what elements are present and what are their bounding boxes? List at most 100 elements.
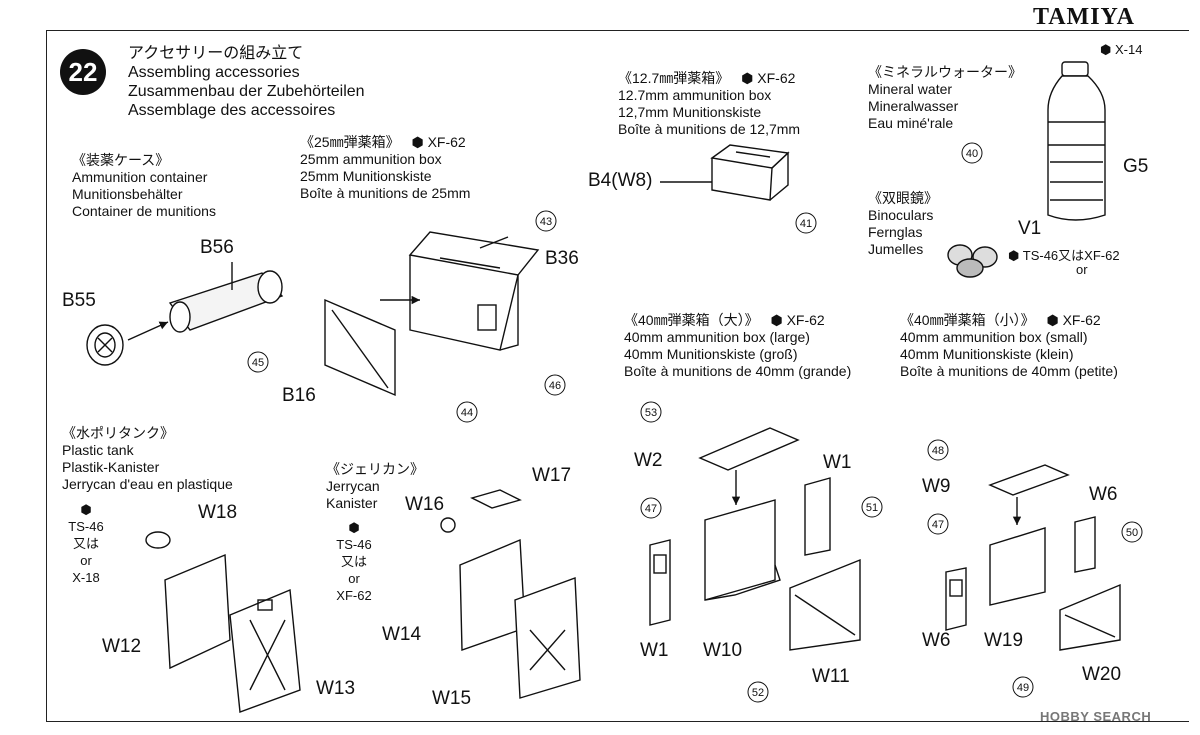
caption-de: Fernglas [868, 224, 923, 240]
binoculars-drawing [947, 244, 998, 278]
part-label-w6-right: W6 [1089, 484, 1118, 505]
part-label-w19: W19 [984, 630, 1024, 651]
part-label-w6-left: W6 [922, 630, 951, 651]
caption-de: 12,7mm Munitionskiste [618, 104, 762, 120]
ammo-container-caption: 《装薬ケース》 Ammunition container Munitionsbe… [72, 152, 216, 220]
part-label-w16: W16 [405, 494, 445, 515]
svg-text:47: 47 [645, 503, 657, 515]
caption-fr: Eau miné'rale [868, 115, 954, 131]
part-label-w20: W20 [1082, 664, 1122, 685]
caption-de: Mineralwasser [868, 98, 959, 114]
paint-icon: ⬢ [411, 134, 424, 150]
ammo-container-drawing [86, 262, 284, 366]
part-label-w12: W12 [102, 636, 142, 657]
part-label-b4: B4(W8) [588, 170, 653, 191]
svg-text:48: 48 [932, 445, 944, 457]
svg-text:43: 43 [540, 216, 552, 228]
plastic-tank-paint: ⬢ TS-46 又は or X-18 [66, 501, 106, 586]
step-title-jp: アクセサリーの組み立て [128, 45, 304, 62]
part-label-w18: W18 [198, 502, 238, 523]
part-label-w14: W14 [382, 624, 422, 645]
paint-code-2: X-18 [72, 570, 100, 585]
caption-fr: Boîte à munitions de 40mm (petite) [900, 363, 1118, 379]
hobby-search-watermark: HOBBY SEARCH [1040, 709, 1152, 724]
caption-jp: 《40㎜弾薬箱（小）》 [900, 312, 1035, 328]
paint-icon: ⬢ [1008, 248, 1020, 263]
caption-jp: 《ジェリカン》 [326, 461, 424, 477]
caption-jp: 《装薬ケース》 [72, 152, 170, 168]
caption-jp: 《12.7㎜弾薬箱》 [618, 70, 730, 86]
svg-text:52: 52 [752, 687, 764, 699]
paint-code: XF-62 [757, 70, 796, 86]
step-circles: 43 45 44 46 41 40 53 47 51 52 48 47 50 4… [247, 142, 1143, 703]
paint-or-jp: 又は [72, 536, 99, 551]
svg-text:53: 53 [645, 407, 657, 419]
paint-code-2: XF-62 [336, 588, 372, 603]
ammo-127-caption: 《12.7㎜弾薬箱》 ⬢ XF-62 12.7mm ammunition box… [618, 70, 800, 138]
paint-icon: ⬢ [770, 312, 783, 328]
caption-jp: 《双眼鏡》 [868, 190, 938, 206]
caption-de: 40mm Munitionskiste (klein) [900, 346, 1074, 362]
paint-icon: ⬢ [1100, 42, 1112, 57]
caption-de: 25mm Munitionskiste [300, 168, 432, 184]
part-label-w17: W17 [532, 465, 572, 486]
plastic-tank-drawing [145, 531, 301, 713]
mineral-water-drawing [1047, 61, 1106, 221]
svg-text:40: 40 [966, 148, 978, 160]
svg-text:47: 47 [932, 519, 944, 531]
binoculars-or: or [1076, 262, 1088, 277]
caption-en: 25mm ammunition box [300, 151, 442, 167]
paint-code-b: XF-62 [1084, 248, 1120, 263]
paint-code: XF-62 [786, 312, 825, 328]
caption-jp: 《25㎜弾薬箱》 [300, 134, 400, 150]
ammo-40-small-caption: 《40㎜弾薬箱（小）》 ⬢ XF-62 40mm ammunition box … [900, 312, 1118, 380]
caption-de: 40mm Munitionskiste (groß) [624, 346, 798, 362]
part-label-v1: V1 [1018, 218, 1042, 239]
caption-fr: Boîte à munitions de 12,7mm [618, 121, 801, 137]
paint-code: X-14 [1114, 42, 1143, 57]
part-label-b36: B36 [545, 248, 579, 269]
paint-icon: ⬢ [80, 502, 92, 517]
caption-en: Jerrycan [326, 478, 380, 494]
part-label-w15: W15 [432, 688, 472, 709]
step-title-fr: Assemblage des accessoires [128, 102, 336, 119]
binoculars-caption: 《双眼鏡》 Binoculars Fernglas Jumelles [868, 190, 938, 258]
caption-de: Plastik-Kanister [62, 459, 160, 475]
caption-fr: Boîte à munitions de 25mm [300, 185, 471, 201]
ammo-25-drawing [324, 231, 540, 397]
step-title-de: Zusammenbau der Zubehörteilen [128, 83, 365, 100]
ammo-25-caption: 《25㎜弾薬箱》 ⬢ XF-62 25mm ammunition box 25m… [300, 134, 470, 202]
paint-icon: ⬢ [741, 70, 754, 86]
ammo-40-large-caption: 《40㎜弾薬箱（大）》 ⬢ XF-62 40mm ammunition box … [624, 312, 851, 380]
caption-fr: Jumelles [868, 241, 924, 257]
part-label-w9: W9 [922, 476, 951, 497]
binoculars-paint: ⬢ TS-46又はXF-62 [1008, 245, 1120, 264]
paint-or: or [80, 553, 92, 568]
paint-or-jp: 又は [340, 554, 367, 569]
part-label-w11: W11 [812, 666, 850, 687]
step-title: アクセサリーの組み立て Assembling accessories Zusam… [128, 44, 365, 120]
caption-en: 40mm ammunition box (small) [900, 329, 1088, 345]
paint-code-a: TS-46又は [1022, 248, 1085, 263]
caption-en: 40mm ammunition box (large) [624, 329, 810, 345]
step-number: 22 [60, 49, 106, 95]
svg-text:44: 44 [461, 407, 473, 419]
svg-text:45: 45 [252, 357, 264, 369]
ammo-40-small-drawing [945, 464, 1121, 651]
caption-en: Ammunition container [72, 169, 208, 185]
paint-code: XF-62 [427, 134, 466, 150]
part-label-w2: W2 [634, 450, 663, 471]
caption-en: Binoculars [868, 207, 934, 223]
paint-or: or [348, 571, 360, 586]
mineral-water-caption: 《ミネラルウォーター》 Mineral water Mineralwasser … [868, 64, 1022, 132]
caption-de: Kanister [326, 495, 378, 511]
svg-text:46: 46 [549, 380, 561, 392]
caption-jp: 《40㎜弾薬箱（大）》 [624, 312, 759, 328]
paint-code-1: TS-46 [336, 537, 372, 552]
part-label-g5: G5 [1123, 156, 1149, 177]
ammo-127-drawing [660, 144, 790, 201]
jerrycan-caption: 《ジェリカン》 Jerrycan Kanister [326, 461, 424, 512]
caption-fr: Boîte à munitions de 40mm (grande) [624, 363, 852, 379]
svg-text:51: 51 [866, 502, 878, 514]
